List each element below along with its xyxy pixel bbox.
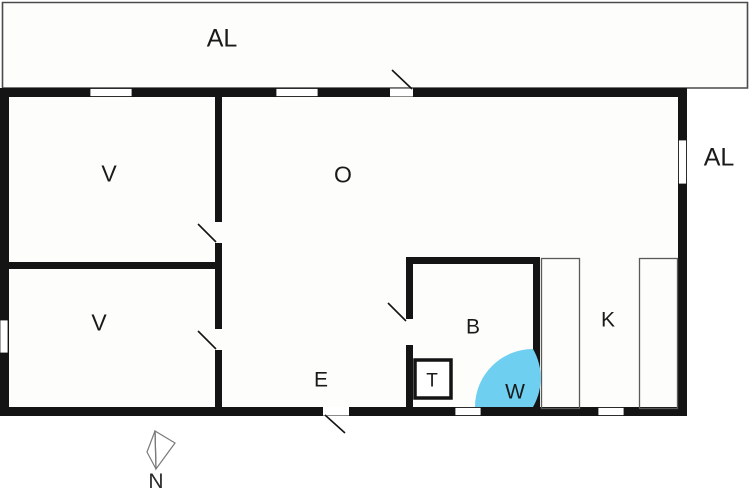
room-label-bedroom-upper: V [101,160,117,187]
building-floor [0,88,687,416]
fixture-label-toilet: T [426,370,438,392]
toilet-box-inner [418,363,448,395]
door-leaf-entrance [324,414,346,434]
door-leaf-top-living [391,69,413,90]
wall-bedrooms-divider [215,97,222,222]
window-top-wall-right [275,88,319,97]
wall-bath-left-lower [406,345,413,407]
room-label-living-room: O [334,161,352,188]
window-top-wall-left [89,88,133,97]
door-leaf-bedroom-upper [197,223,217,243]
fixture-label-shower: W [505,380,525,404]
wall-bath-top [406,257,540,264]
wall-bath-left-upper [406,257,413,319]
room-label-bedroom-lower: V [91,309,107,336]
door-leaf-bathroom [387,302,407,322]
compass-label-north: N [148,470,164,493]
interior-door-leaves [197,223,217,350]
kitchen-fixtures [540,257,679,410]
compass-rose [146,429,176,471]
kitchen-counter-left [540,257,581,410]
shower-quarter-circle [533,349,541,407]
wall-bedrooms-divider-lower [215,350,222,407]
bathroom-walls [387,257,540,407]
room-label-terrace-right: AL [703,143,735,172]
room-label-bathroom: B [465,315,481,339]
window-bottom-kitchen [597,407,625,416]
kitchen-counter-right [638,257,679,410]
door-leaf-bedroom-lower [197,330,217,350]
door-top-wall-opening [390,88,413,97]
toilet-fixture [413,358,453,400]
window-left-wall [0,319,9,354]
window-bottom-bath [454,407,482,416]
room-label-kitchen: K [600,308,616,332]
wall-between-bedrooms [9,262,222,269]
interior-walls [9,97,222,407]
wall-bath-right [533,257,540,407]
wall-openings [0,88,687,416]
window-right-wall [678,139,687,185]
room-label-entrance: E [313,368,329,392]
terrace-top-outline [1,1,749,89]
shower-fixture [475,349,541,407]
wall-bedrooms-divider-mid [215,243,222,329]
room-label-terrace-top: AL [206,24,238,53]
door-entrance-opening [323,407,349,416]
exterior-door-leaves [324,69,413,434]
